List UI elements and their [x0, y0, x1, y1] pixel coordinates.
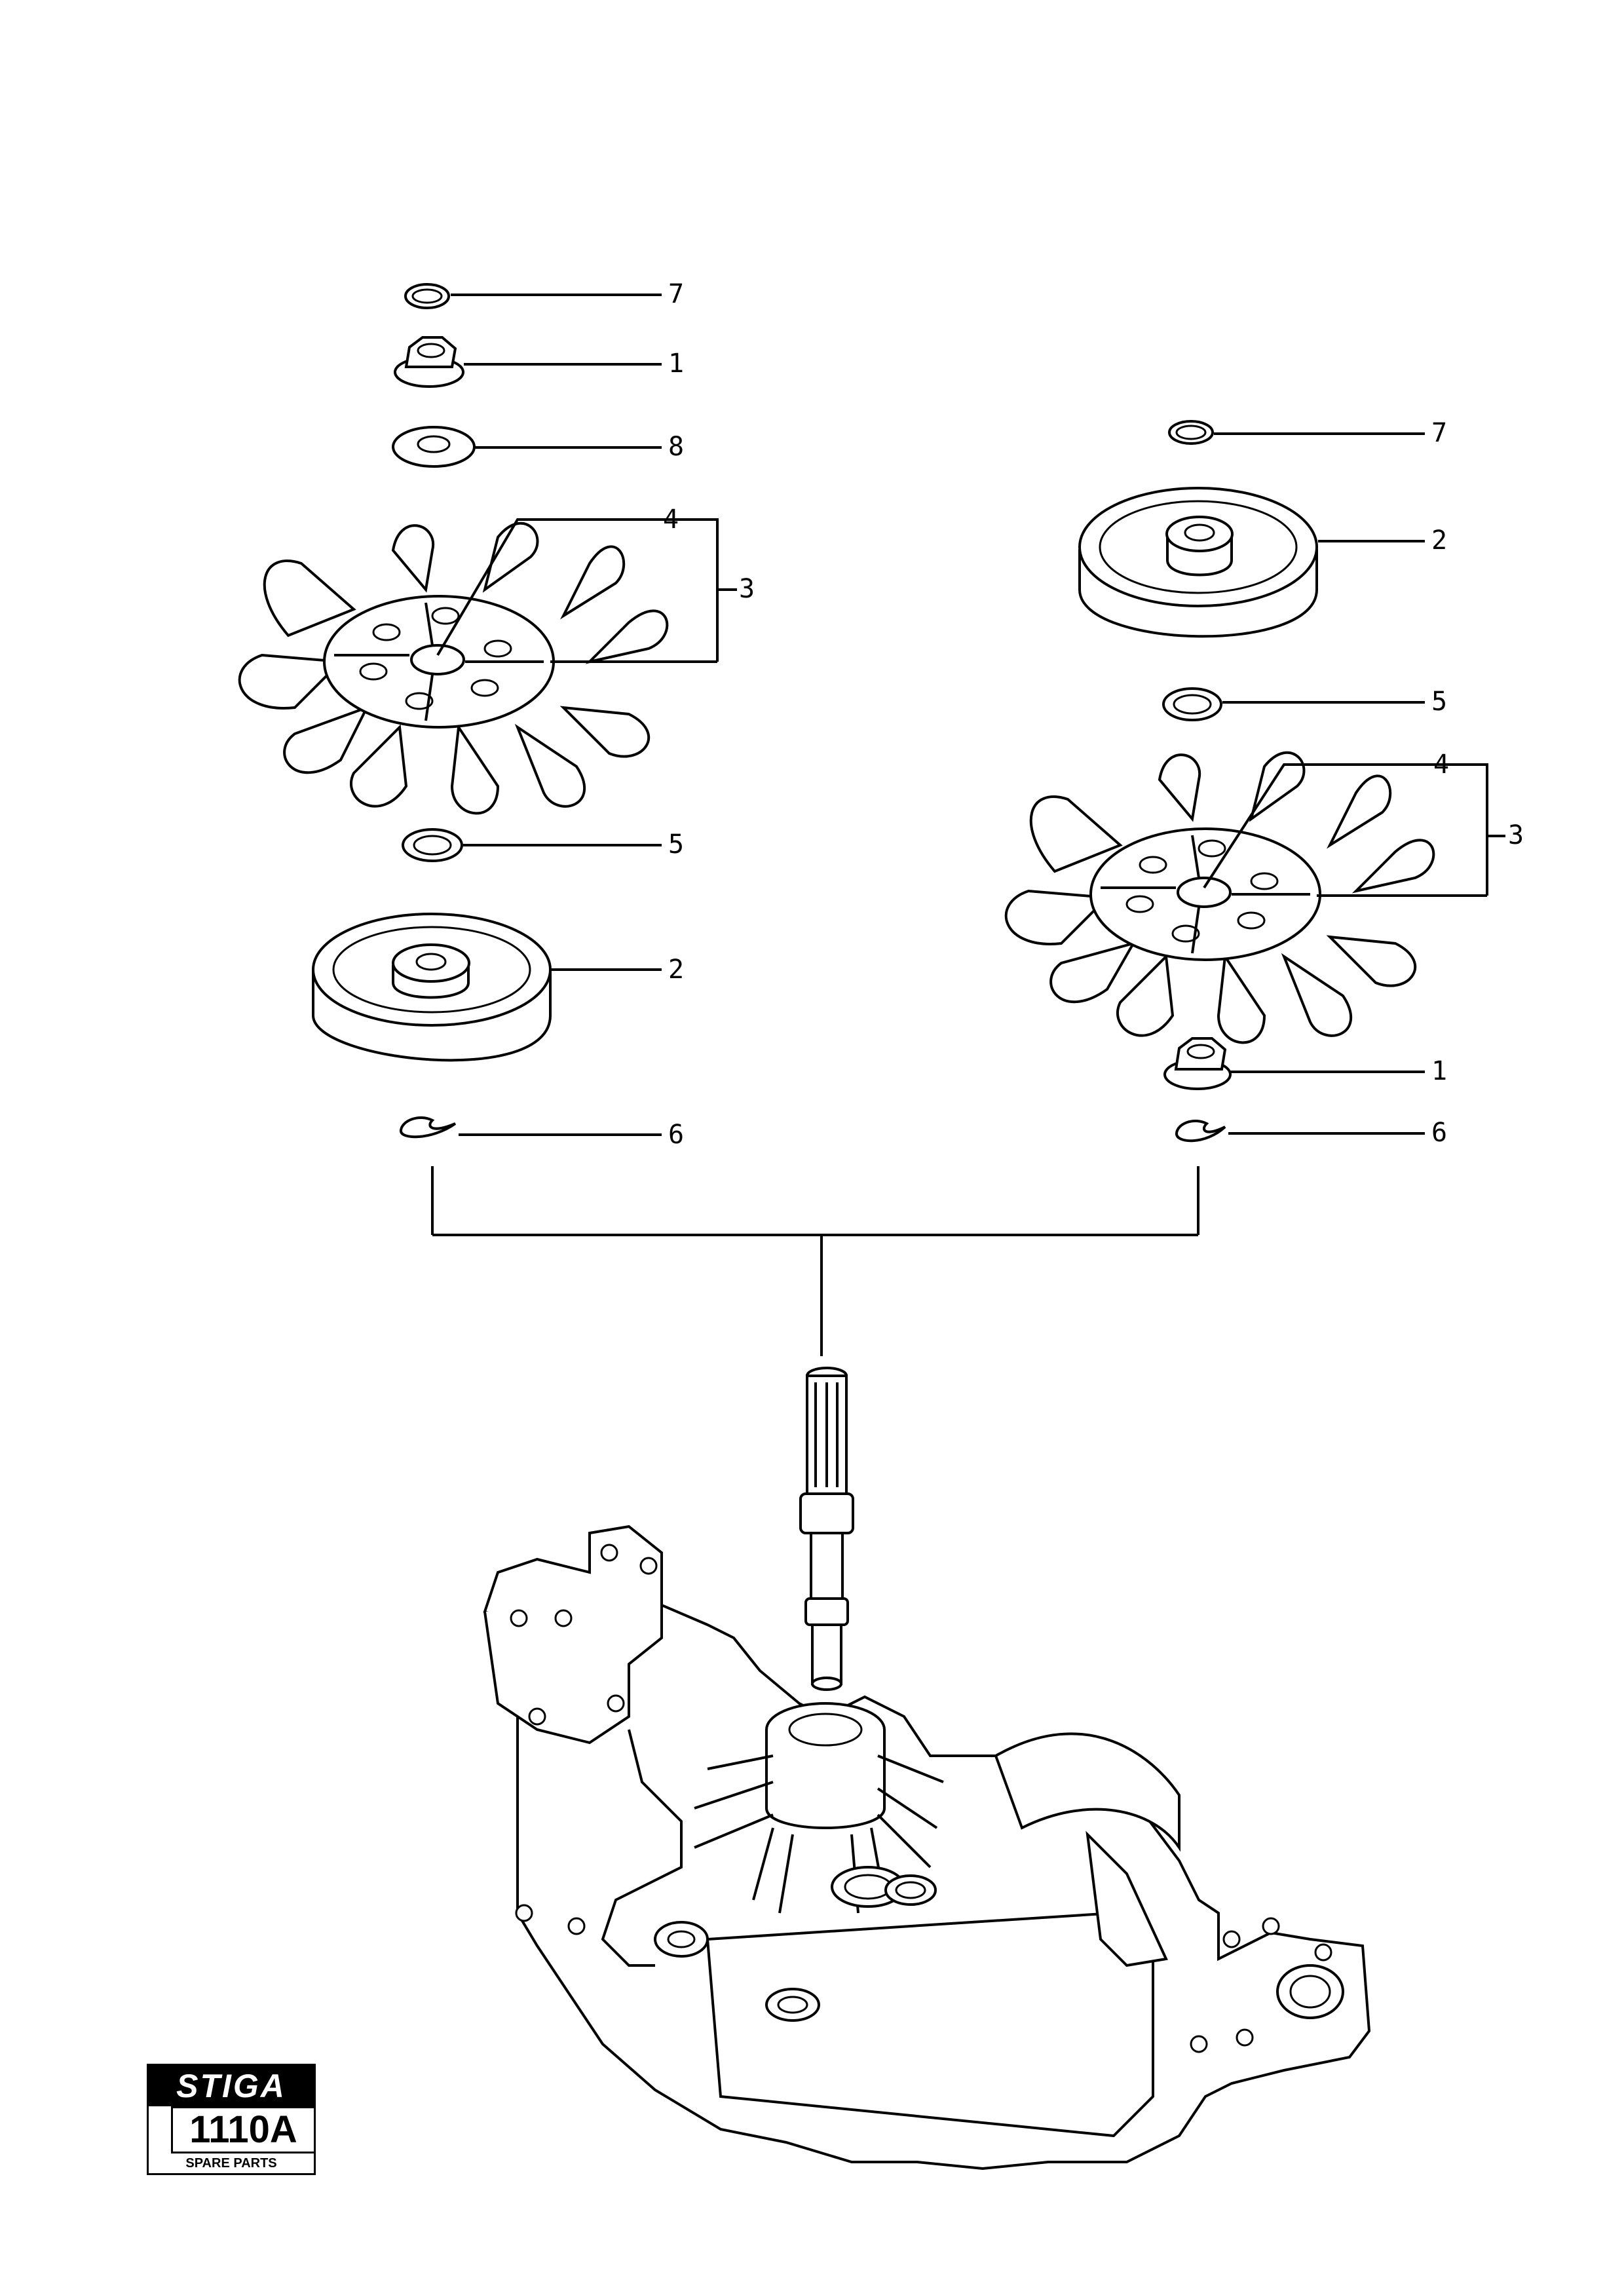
badge-subtitle: SPARE PARTS [185, 2156, 277, 2171]
circlip-part-7-left [404, 283, 450, 309]
fan-part-3-left [238, 522, 669, 815]
brand-logo: STIGA [149, 2066, 314, 2106]
callout-4-right: 4 [1433, 749, 1449, 780]
nut-part-1-left [394, 336, 464, 388]
model-number: 1110A [171, 2106, 314, 2153]
brand-badge: STIGA 1110A SPARE PARTS [147, 2064, 316, 2175]
nut-part-1-right [1163, 1037, 1232, 1090]
assembly-bracket [431, 1166, 1199, 1356]
callout-3-left: 3 [739, 574, 755, 604]
drive-shaft [799, 1367, 854, 1691]
pulley-part-2-right [1078, 487, 1318, 638]
callout-6-left: 6 [668, 1120, 684, 1150]
washer-part-5-right [1162, 687, 1222, 721]
circlip-part-7-right [1168, 420, 1214, 445]
washer-part-5-left [402, 828, 463, 862]
callout-7-right: 7 [1431, 418, 1447, 448]
callout-4-left: 4 [663, 504, 679, 535]
eclip-part-6-right [1175, 1120, 1226, 1143]
callout-2-right: 2 [1431, 525, 1447, 556]
pulley-part-2-left [312, 913, 552, 1062]
eclip-part-6-left [400, 1116, 457, 1139]
fan-part-3-right [1004, 751, 1435, 1044]
callout-3-right: 3 [1508, 820, 1524, 850]
transaxle-housing [483, 1525, 1371, 2171]
washer-part-8-left [392, 426, 476, 468]
callout-5-left: 5 [668, 829, 684, 860]
callout-2-left: 2 [668, 955, 684, 985]
callout-5-right: 5 [1431, 687, 1447, 717]
callout-1-right: 1 [1431, 1056, 1447, 1086]
callout-8-left: 8 [668, 432, 684, 462]
callout-7-left: 7 [668, 279, 684, 309]
callout-1-left: 1 [668, 349, 684, 379]
callout-6-right: 6 [1431, 1118, 1447, 1148]
